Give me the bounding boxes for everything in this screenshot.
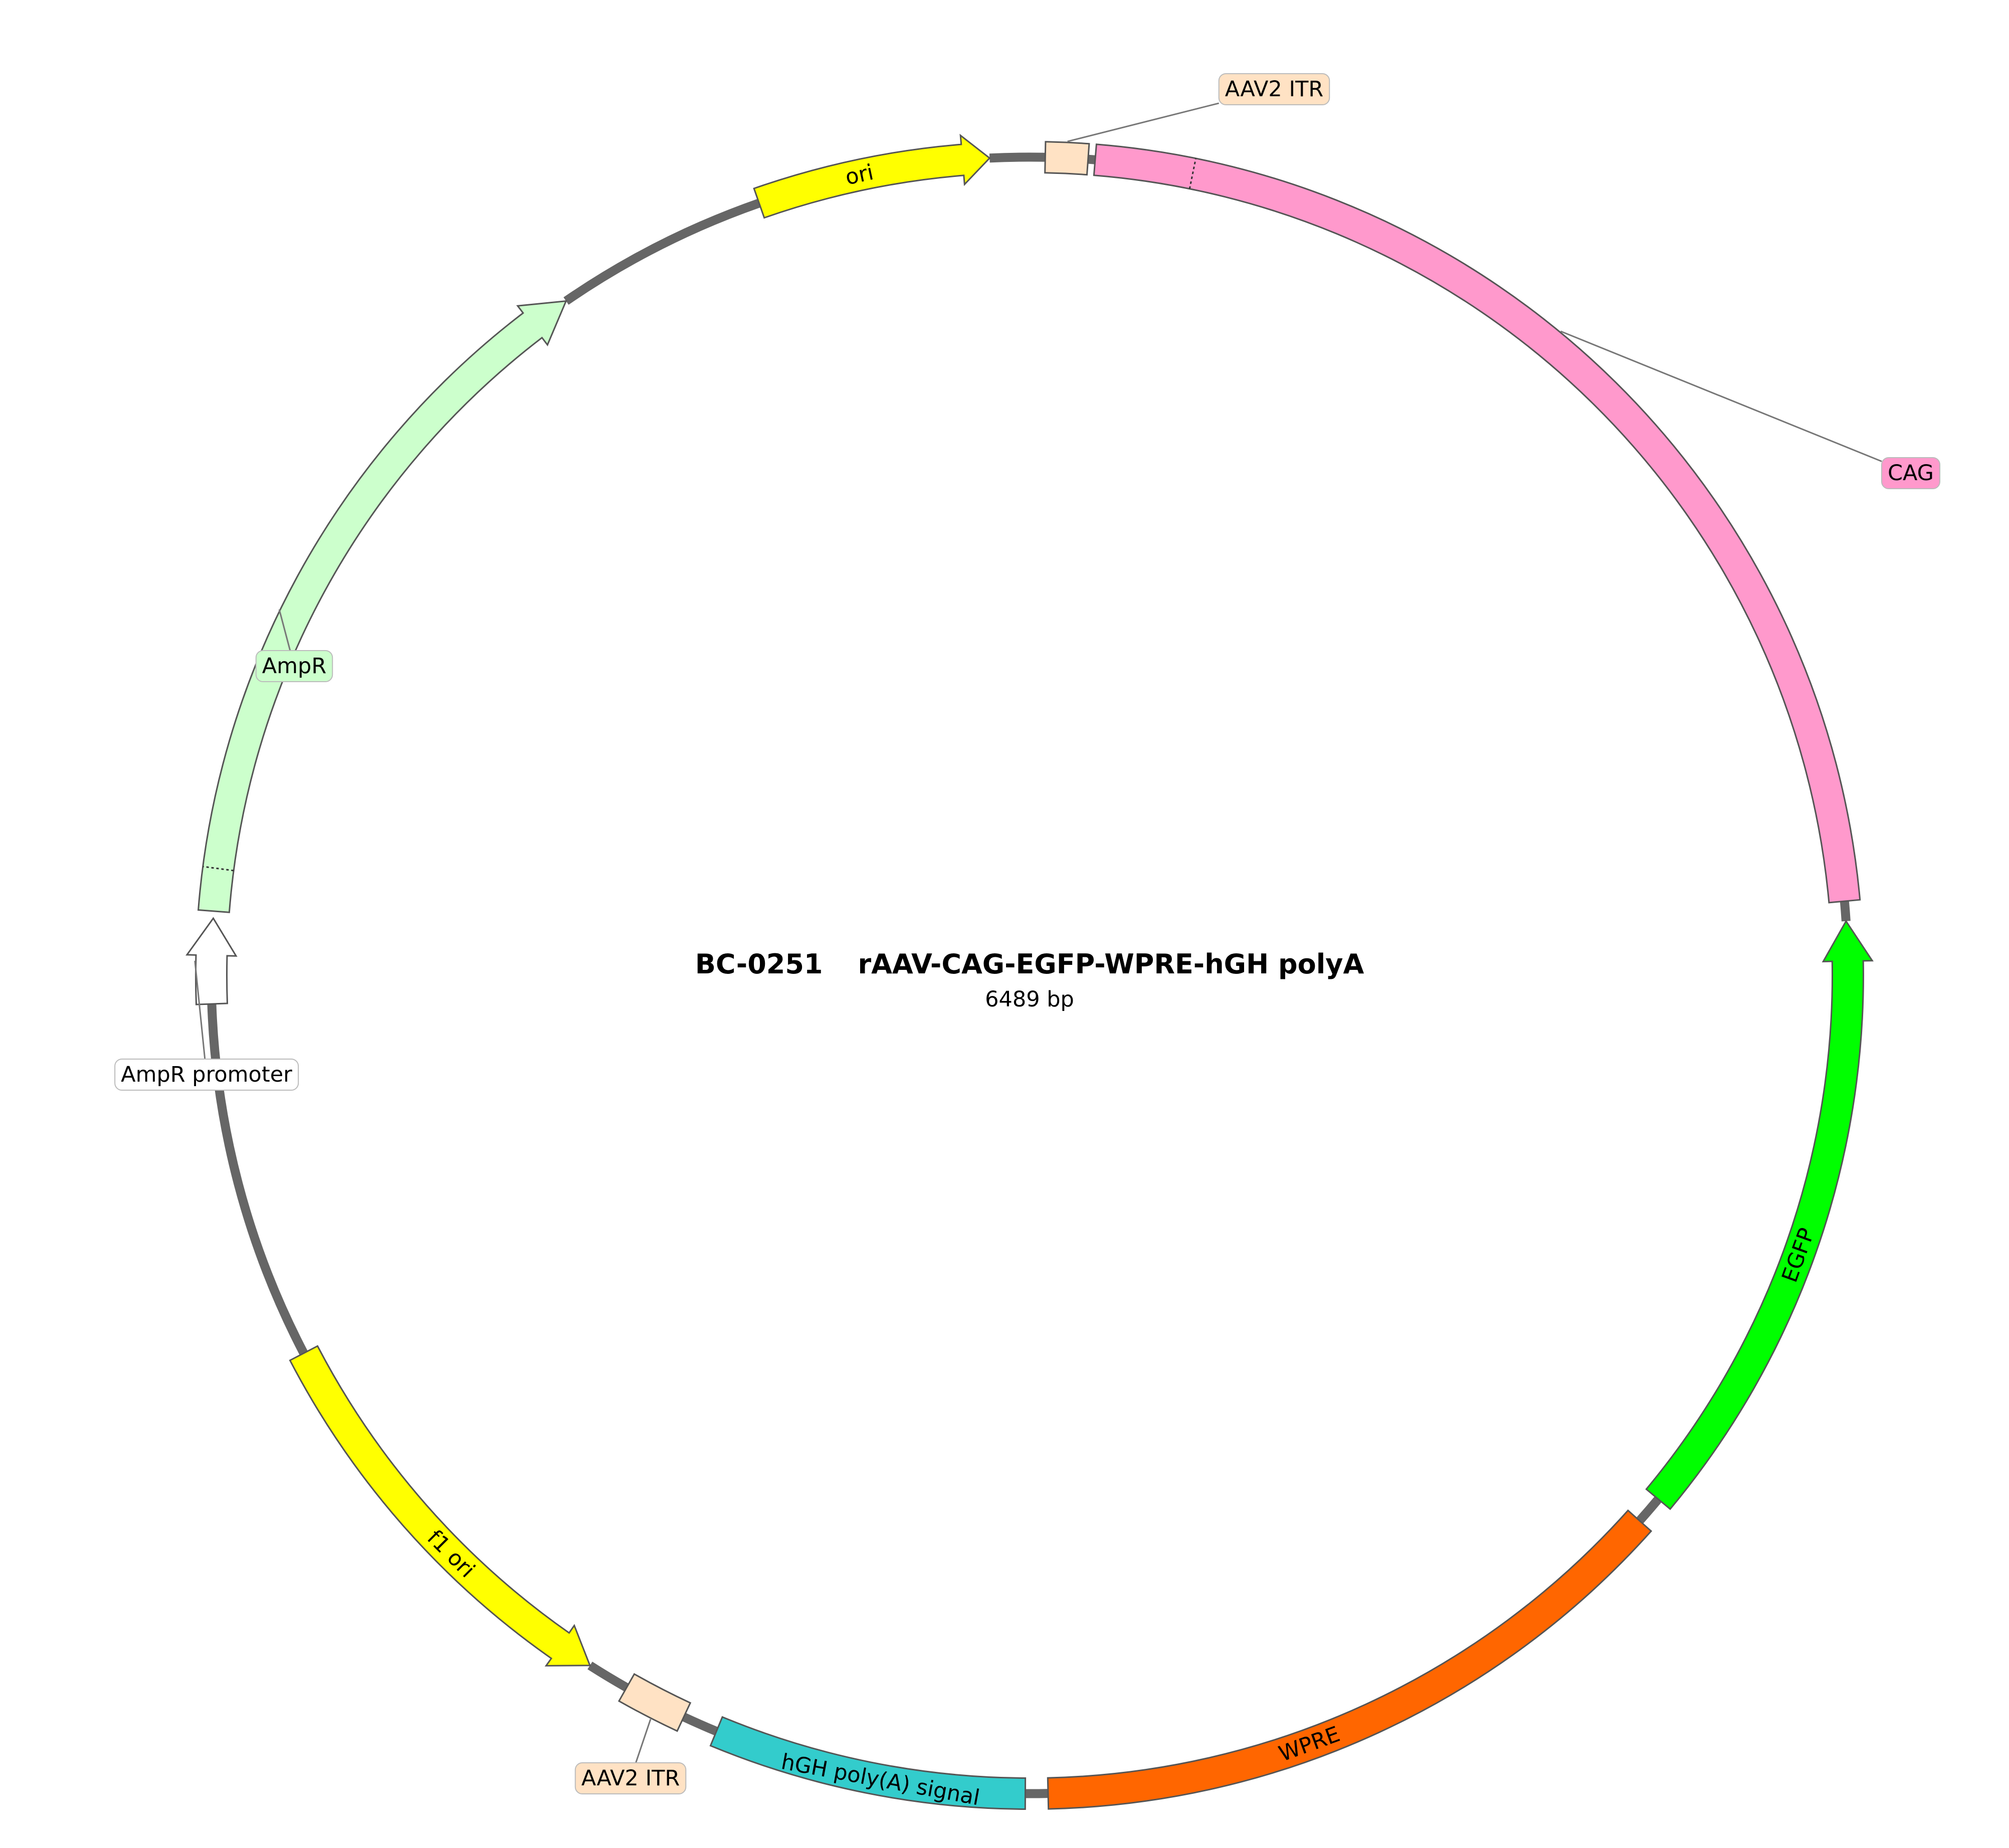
feature-label-box (1881, 457, 1941, 489)
plasmid-name: rAAV-CAG-EGFP-WPRE-hGH polyA (858, 948, 1364, 980)
feature-label-ampr-9: AmpR (262, 654, 326, 679)
feature-egfp-3 (1645, 919, 1874, 1510)
backbone-segment (587, 1662, 629, 1692)
backbone-segment (1840, 901, 1851, 922)
feature-wpre-4 (1047, 1509, 1653, 1810)
backbone-segment (682, 1713, 718, 1736)
callout-leader-line (194, 960, 206, 1060)
feature-cag-2 (1093, 143, 1861, 904)
plasmid-length: 6489 bp (985, 987, 1074, 1012)
feature-label-cag-2: CAG (1888, 461, 1934, 486)
callout-leader-line (1067, 102, 1220, 142)
backbone-segment (563, 198, 761, 305)
feature-ampr-9 (197, 300, 567, 913)
plasmid-id: BC-0251 (695, 948, 823, 980)
feature-label-aav2-itr-1: AAV2 ITR (1225, 77, 1324, 102)
backbone-segment (207, 1003, 308, 1355)
feature-hgh-poly-a-signal-5 (709, 1716, 1027, 1810)
feature-aav2-itr-1 (1044, 141, 1090, 176)
feature-ori-0 (753, 133, 991, 219)
callout-leader-line (1560, 330, 1882, 462)
feature-f1-ori-7 (289, 1345, 591, 1667)
backbone-segment (989, 152, 1046, 163)
center-label: BC-0251 rAAV-CAG-EGFP-WPRE-hGH polyA 6489… (695, 948, 1364, 1012)
feature-label-box (1218, 73, 1330, 105)
callout-leader-line (635, 1719, 652, 1763)
feature-split-marker (1188, 158, 1197, 189)
feature-layer (185, 133, 1874, 1810)
feature-aav2-itr-6 (618, 1673, 692, 1732)
feature-label-aav2-itr-6: AAV2 ITR (581, 1766, 680, 1791)
backbone-segment (1636, 1496, 1662, 1524)
feature-label-box (255, 650, 333, 682)
feature-ampr-promoter-8 (185, 917, 238, 1005)
feature-label-box (574, 1762, 687, 1794)
feature-label-ori-0: ori (843, 160, 876, 190)
backbone-segment (1088, 154, 1096, 164)
feature-label-box (114, 1059, 299, 1091)
feature-split-marker (203, 866, 234, 872)
plasmid-title: BC-0251 rAAV-CAG-EGFP-WPRE-hGH polyA (695, 948, 1364, 980)
feature-label-ampr-promoter-8: AmpR promoter (121, 1062, 292, 1087)
callout-leader-line (278, 609, 291, 651)
